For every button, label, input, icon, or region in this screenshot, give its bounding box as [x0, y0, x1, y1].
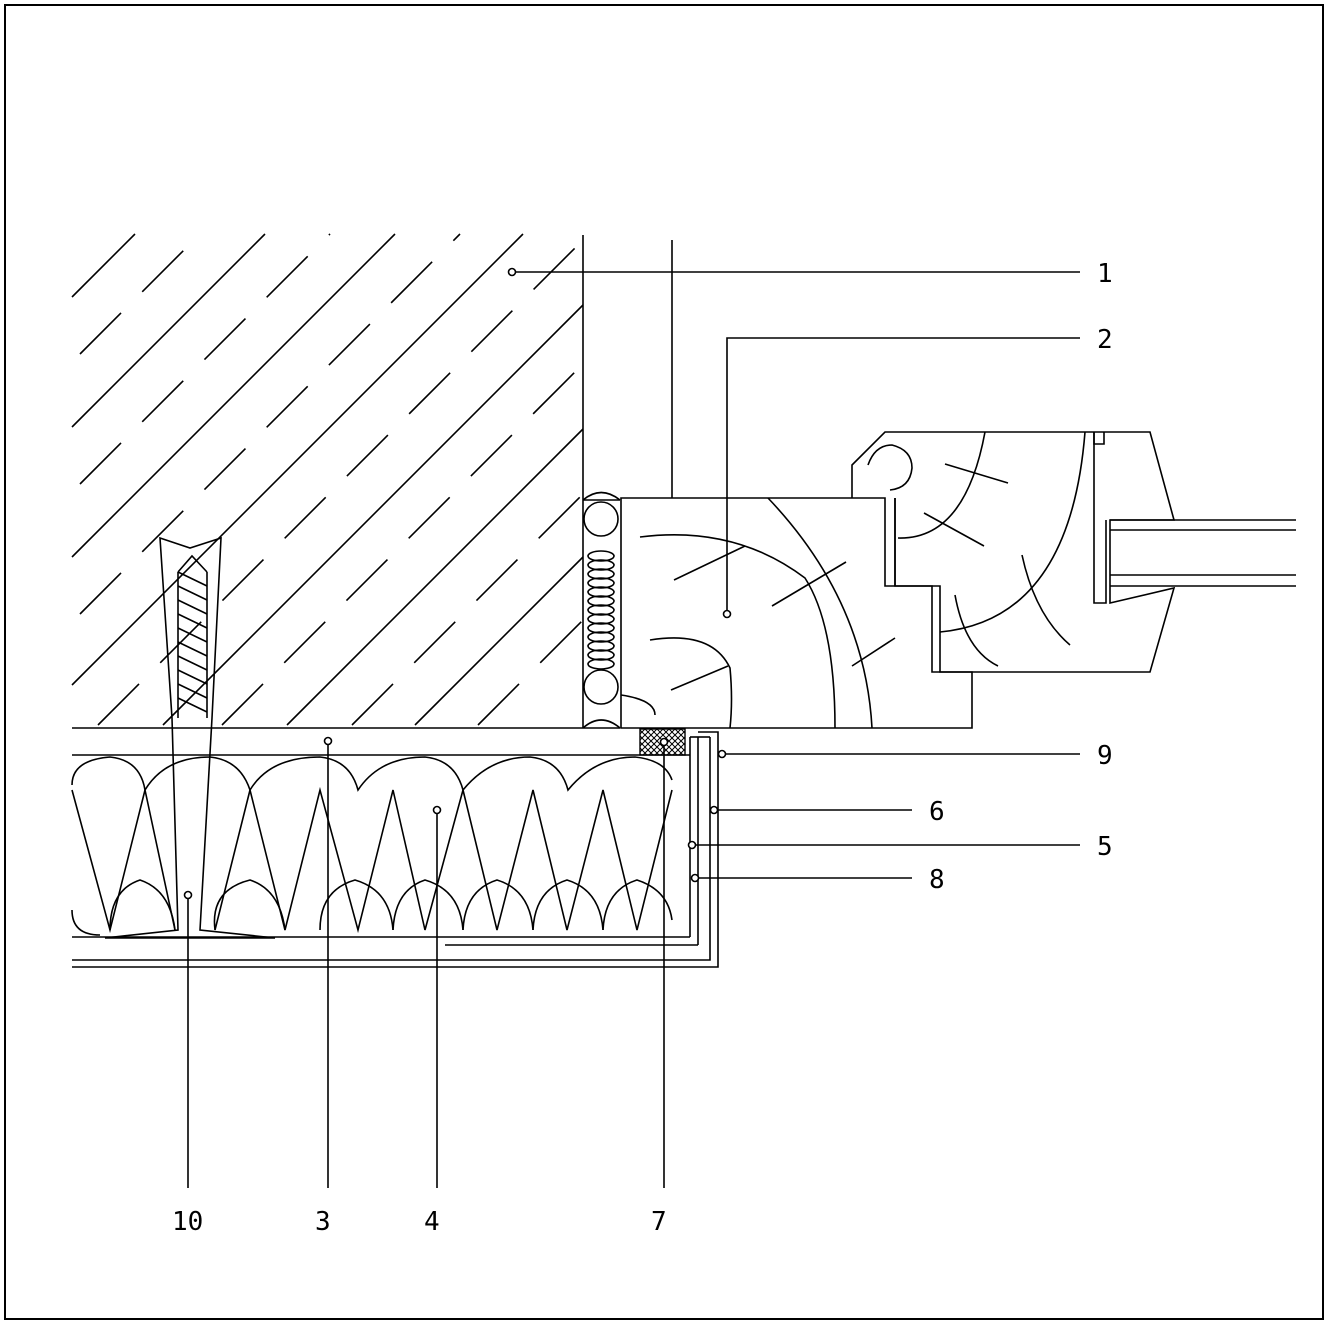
callout-label-1: 1	[1097, 259, 1113, 289]
masonry-wall	[71, 233, 690, 756]
drawing-border	[4, 4, 1324, 1320]
callout-label-5: 5	[1097, 832, 1113, 862]
foam-coil	[587, 550, 615, 670]
callout-leaders	[183, 267, 1080, 1188]
callout-label-2: 2	[1097, 325, 1113, 355]
joint-seal	[582, 491, 621, 729]
callout-label-6: 6	[929, 797, 945, 827]
thermal-insulation	[71, 756, 698, 946]
callout-label-7: 7	[651, 1207, 667, 1237]
callout-labels: 1 2 9 6 5 8 10 3 4 7	[172, 259, 1113, 1237]
callout-label-4: 4	[424, 1207, 440, 1237]
callout-label-10: 10	[172, 1207, 203, 1237]
window-frame	[620, 240, 973, 729]
insulation-anchor	[104, 536, 276, 939]
callout-label-9: 9	[1097, 741, 1113, 771]
window-sash	[851, 431, 1296, 673]
callout-label-8: 8	[929, 865, 945, 895]
callout-label-3: 3	[315, 1207, 331, 1237]
